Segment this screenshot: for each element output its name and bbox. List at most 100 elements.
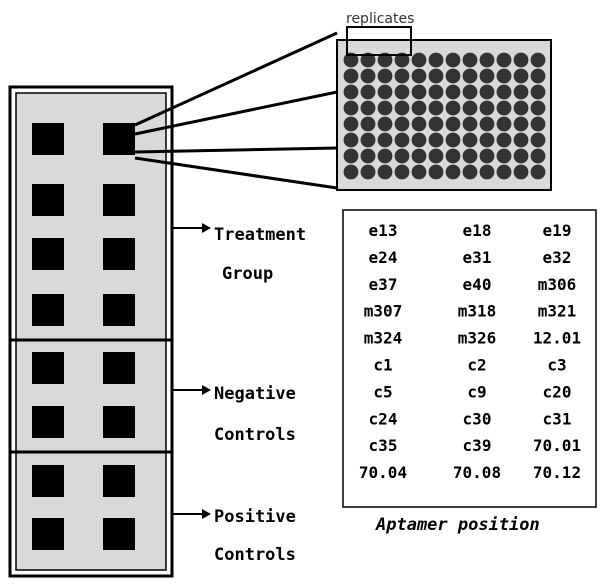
aptamer-cell: c24 [369, 409, 398, 428]
plate-well [360, 164, 376, 180]
plate-wells [343, 52, 546, 180]
aptamer-cell: m318 [458, 302, 497, 321]
plate-well [462, 100, 478, 116]
plate-well [530, 100, 546, 116]
aptamer-cell: 70.12 [533, 463, 581, 482]
plate-well [513, 52, 529, 68]
aptamer-cell: m306 [538, 275, 577, 294]
plate-well [411, 100, 427, 116]
plate-well [496, 132, 512, 148]
aptamer-cell: c2 [467, 356, 486, 375]
negative-label-line1: Negative [214, 384, 296, 404]
plate-well [445, 132, 461, 148]
plate-well [411, 52, 427, 68]
aptamer-cell: c5 [373, 382, 392, 401]
plate-well [496, 52, 512, 68]
plate-well [428, 132, 444, 148]
plate-well [479, 100, 495, 116]
plate-well [360, 84, 376, 100]
aptamer-cell: c9 [467, 382, 486, 401]
arrow-negative [172, 385, 211, 395]
plate-well [530, 116, 546, 132]
plate-well [445, 164, 461, 180]
plate-well [360, 148, 376, 164]
aptamer-cell: m321 [538, 302, 577, 321]
arrow-positive [172, 509, 211, 519]
aptamer-cell: e37 [369, 275, 398, 294]
plate-well [513, 100, 529, 116]
plate-well [360, 68, 376, 84]
aptamer-cell: e40 [463, 275, 492, 294]
plate-well [394, 100, 410, 116]
plate-well [530, 148, 546, 164]
plate-well [530, 52, 546, 68]
plate-well [377, 164, 393, 180]
plate-well [428, 116, 444, 132]
plate-well [513, 132, 529, 148]
plate-well [343, 84, 359, 100]
plate-well [445, 100, 461, 116]
plate-well [496, 148, 512, 164]
subarray-square-r4-c2 [103, 294, 135, 326]
plate-well [428, 52, 444, 68]
plate-well [343, 148, 359, 164]
aptamer-cell: 70.08 [453, 463, 501, 482]
plate-well [479, 116, 495, 132]
aptamer-cell: e24 [369, 248, 398, 267]
subarray-square-r5-c2 [103, 352, 135, 384]
positive-label-line1: Positive [214, 507, 296, 527]
aptamer-cell: c20 [543, 382, 572, 401]
arrow-treatment [172, 223, 211, 233]
plate-well [377, 116, 393, 132]
plate-well [530, 164, 546, 180]
subarray-square-r2-c2 [103, 184, 135, 216]
plate-well [530, 84, 546, 100]
subarray-square-r5-c1 [32, 352, 64, 384]
plate-well [496, 164, 512, 180]
plate-well [496, 84, 512, 100]
plate-well [479, 132, 495, 148]
positive-label-line2: Controls [214, 545, 296, 565]
aptamer-cell: c39 [463, 436, 492, 455]
subarray-square-r6-c1 [32, 406, 64, 438]
plate-well [360, 100, 376, 116]
plate-well [462, 132, 478, 148]
subarray-square-r8-c2 [103, 518, 135, 550]
plate-well [377, 100, 393, 116]
plate-well [530, 132, 546, 148]
plate-well [343, 116, 359, 132]
aptamer-cell: e19 [543, 221, 572, 240]
plate-well [513, 68, 529, 84]
subarray-square-r1-c1 [32, 123, 64, 155]
plate-well [394, 148, 410, 164]
plate-well [513, 164, 529, 180]
plate-well [496, 100, 512, 116]
plate-well [377, 52, 393, 68]
plate-well [428, 84, 444, 100]
plate-well [445, 84, 461, 100]
aptamer-position-caption: Aptamer position [375, 515, 540, 535]
plate-well [411, 116, 427, 132]
plate-well [513, 116, 529, 132]
plate-well [479, 148, 495, 164]
plate-well [377, 84, 393, 100]
replicates-bracket [346, 26, 412, 56]
plate-well [479, 84, 495, 100]
plate-well [479, 164, 495, 180]
plate-well [479, 68, 495, 84]
aptamer-cell: c35 [369, 436, 398, 455]
plate-well [496, 68, 512, 84]
aptamer-cell: 70.04 [359, 463, 407, 482]
plate-well [462, 164, 478, 180]
subarray-square-r7-c1 [32, 465, 64, 497]
subarray-square-r8-c1 [32, 518, 64, 550]
aptamer-cell: c30 [463, 409, 492, 428]
aptamer-cell: c3 [547, 356, 566, 375]
subarray-square-r3-c2 [103, 238, 135, 270]
plate-well [445, 68, 461, 84]
plate-well [377, 68, 393, 84]
plate-well [411, 164, 427, 180]
plate-well [428, 148, 444, 164]
